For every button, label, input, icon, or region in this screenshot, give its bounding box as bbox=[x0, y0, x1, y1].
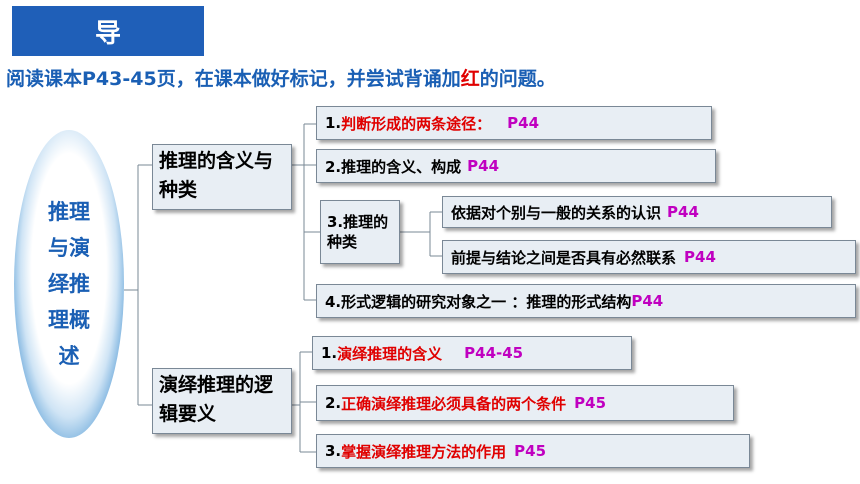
category-deduction-label: 演绎推理的逻辑要义 bbox=[159, 374, 274, 425]
item-individual-general: 依据对个别与一般的关系的认识 P44 bbox=[442, 196, 832, 228]
item-premise-conclusion: 前提与结论之间是否具有必然联系 P44 bbox=[442, 240, 856, 274]
instruction-before: 阅读课本P43-45页，在课本做好标记，并尝试背诵加 bbox=[6, 68, 461, 90]
page-ref: P44 bbox=[467, 157, 500, 175]
instruction-text: 阅读课本P43-45页，在课本做好标记，并尝试背诵加红的问题。 bbox=[6, 64, 556, 91]
page-ref: P45 bbox=[514, 442, 547, 460]
item-text: 依据对个别与一般的关系的认识 bbox=[451, 203, 662, 222]
item-text: 前提与结论之间是否具有必然联系 bbox=[451, 248, 677, 267]
page-ref: P44 bbox=[507, 114, 540, 132]
item-text: 正确演绎推理必须具备的两个条件 bbox=[341, 394, 567, 413]
page-ref: P44 bbox=[631, 292, 664, 310]
item-text: 判断形成的两条途径： bbox=[341, 114, 492, 133]
item-text: 掌握演绎推理方法的作用 bbox=[341, 442, 507, 461]
item-inference-meaning: 2.推理的含义、构成 P44 bbox=[316, 149, 716, 183]
page-ref: P44-45 bbox=[464, 344, 524, 362]
instruction-after: 的问题。 bbox=[479, 68, 556, 90]
item-text: 3.推理的种类 bbox=[327, 213, 389, 251]
page-ref: P44 bbox=[667, 203, 699, 221]
item-text: 2.推理的含义、构成 bbox=[325, 157, 462, 176]
page-ref: P45 bbox=[574, 394, 607, 412]
item-text: 4.形式逻辑的研究对象之一 ：推理的形式结构 bbox=[325, 292, 632, 311]
category-inference-label: 推理的含义与种类 bbox=[159, 150, 274, 201]
category-deduction: 演绎推理的逻辑要义 bbox=[152, 368, 292, 434]
instruction-highlight: 红 bbox=[460, 68, 480, 90]
header-title: 导 bbox=[94, 18, 121, 49]
center-topic-label: 推理与演绎推理概述 bbox=[48, 200, 90, 368]
center-topic: 推理与演绎推理概述 bbox=[14, 130, 124, 438]
header-tab: 导 bbox=[12, 6, 204, 56]
item-inference-types: 3.推理的种类 bbox=[320, 200, 400, 264]
item-text: 演绎推理的含义 bbox=[337, 344, 443, 363]
category-inference: 推理的含义与种类 bbox=[152, 144, 292, 210]
page-ref: P44 bbox=[684, 248, 716, 266]
item-judgment-paths: 1.判断形成的两条途径：P44 bbox=[316, 106, 712, 140]
